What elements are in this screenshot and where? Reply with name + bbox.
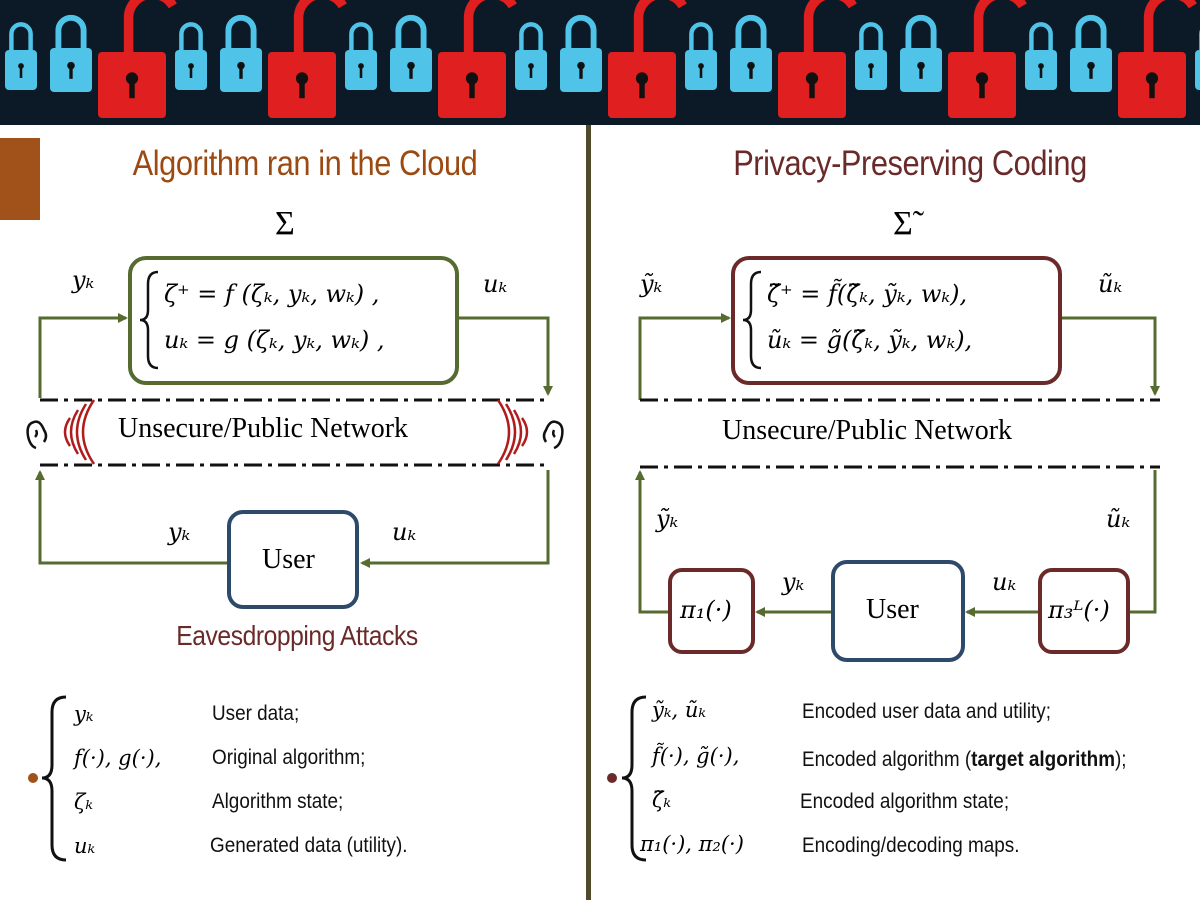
padlock-tile — [345, 0, 517, 118]
legend-text-bold: target algorithm — [971, 748, 1116, 771]
panel-divider — [586, 125, 591, 900]
user-label: User — [262, 544, 315, 575]
left-user-down-line — [360, 470, 550, 568]
legend-text: Encoded algorithm (target algorithm); — [802, 748, 1127, 772]
right-encoder-up-line — [635, 470, 670, 614]
left-input-line — [38, 313, 128, 398]
ear-icon — [542, 420, 564, 450]
eavesdrop-waves-right — [496, 399, 529, 465]
legend-text-after: ); — [1115, 748, 1127, 771]
padlock-tile — [1195, 29, 1200, 90]
legend-text-main: Encoded algorithm ( — [802, 748, 972, 771]
decoder-box — [1038, 568, 1130, 654]
state-equation: ζ⁺ = f (ζₖ, yₖ, wₖ) , — [164, 280, 380, 308]
right-title: Privacy-Preserving Coding — [733, 144, 1087, 183]
encoded-input-label: ũₖ — [1106, 505, 1131, 533]
output-equation: ũₖ = g̃(ζ̃ₖ, ỹₖ, wₖ), — [767, 326, 973, 354]
legend-text: Original algorithm; — [212, 746, 366, 769]
legend-symbol: f̃(·), g̃(·), — [652, 744, 740, 768]
network-label: Unsecure/Public Network — [722, 415, 1013, 446]
legend-text: User data; — [212, 702, 300, 725]
legend-symbol: uₖ — [74, 834, 96, 858]
left-equation-brace — [139, 270, 159, 370]
state-equation: ζ̃⁺ = f̃(ζ̃ₖ, ỹₖ, wₖ), — [767, 280, 968, 308]
padlock-tile — [1025, 0, 1197, 118]
legend-text: Encoded algorithm state; — [800, 790, 1010, 813]
padlock-tile — [855, 0, 1027, 118]
network-label: Unsecure/Public Network — [118, 413, 409, 444]
legend-text: Generated data (utility). — [210, 834, 408, 857]
encoded-output-label: ỹₖ — [656, 505, 679, 533]
right-input-line — [638, 313, 731, 400]
system-symbol: Σ — [275, 205, 295, 242]
user-output-label: yₖ — [168, 518, 191, 546]
right-bullet — [607, 773, 617, 783]
ear-icon — [26, 420, 48, 450]
input-label: ỹₖ — [640, 270, 663, 298]
left-bullet — [28, 773, 38, 783]
legend-symbol: yₖ — [74, 702, 94, 726]
user-label: User — [866, 594, 919, 625]
padlock-tile — [175, 0, 347, 118]
output-label: uₖ — [483, 270, 508, 298]
user-input-label: uₖ — [392, 518, 417, 546]
padlock-tile — [685, 0, 857, 118]
right-output-line — [1060, 316, 1160, 396]
legend-text: Encoding/decoding maps. — [802, 834, 1020, 857]
section-marker — [0, 138, 40, 220]
legend-symbol: ζ̃ₖ — [652, 788, 672, 812]
output-equation: uₖ = g (ζₖ, yₖ, wₖ) , — [164, 326, 385, 354]
left-output-line — [457, 316, 553, 396]
left-title: Algorithm ran in the Cloud — [132, 144, 478, 183]
left-user-box — [227, 510, 359, 609]
input-label: yₖ — [72, 266, 95, 294]
encoder-box — [668, 568, 755, 654]
left-system-box — [128, 256, 459, 385]
eavesdrop-waves-left — [63, 399, 96, 465]
legend-symbol: π₁(·), π₂(·) — [640, 832, 744, 856]
padlock-tile — [515, 0, 687, 118]
padlock-banner — [0, 0, 1200, 125]
right-user-box — [831, 560, 965, 662]
output-label: ũₖ — [1098, 270, 1123, 298]
attack-label: Eavesdropping Attacks — [176, 620, 418, 651]
encoder-label: π₁(·) — [680, 596, 732, 624]
right-down-line — [1128, 470, 1157, 614]
right-system-box — [731, 256, 1062, 385]
decoder-label: π₃ᴸ(·) — [1048, 596, 1110, 624]
user-output-label: yₖ — [782, 568, 805, 596]
system-symbol: Σ̃ — [893, 205, 913, 242]
right-equation-brace — [742, 270, 762, 370]
legend-text: Algorithm state; — [212, 790, 344, 813]
legend-symbol: f(·), g(·), — [74, 746, 162, 770]
user-input-label: uₖ — [992, 568, 1017, 596]
padlock-tile — [5, 0, 177, 118]
left-legend-brace — [41, 695, 67, 862]
legend-symbol: ỹₖ, ũₖ — [652, 698, 707, 722]
legend-symbol: ζₖ — [74, 790, 94, 814]
left-user-up-line — [35, 470, 229, 565]
right-legend-brace — [621, 695, 647, 862]
legend-text: Encoded user data and utility; — [802, 700, 1052, 723]
